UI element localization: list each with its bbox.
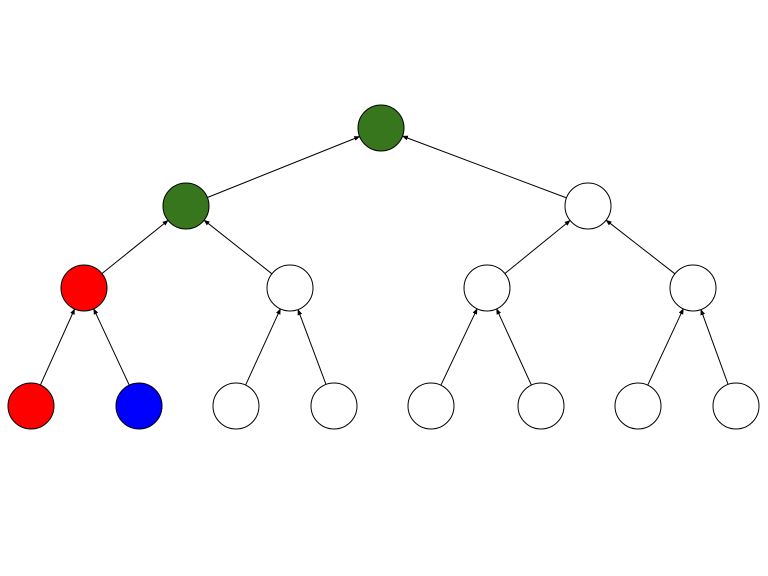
- node-l1-left: [162, 182, 210, 230]
- node-l2-1: [60, 264, 108, 312]
- edge-l2-3-to-l1-right: [504, 220, 571, 274]
- edge-leaf-7-to-l2-4: [647, 308, 684, 386]
- edge-leaf-2-to-l2-1: [93, 308, 130, 386]
- node-leaf-8: [712, 382, 760, 430]
- nodes-layer: [7, 104, 760, 430]
- node-leaf-5: [407, 382, 455, 430]
- edges-layer: [39, 135, 729, 386]
- node-leaf-4: [310, 382, 358, 430]
- node-leaf-1: [7, 382, 55, 430]
- edge-leaf-3-to-l2-2: [245, 308, 281, 386]
- node-l2-4: [669, 264, 717, 312]
- node-leaf-2: [115, 382, 163, 430]
- edge-leaf-4-to-l2-2: [297, 309, 327, 385]
- edge-leaf-1-to-l2-1: [39, 308, 76, 386]
- node-l1-right: [564, 182, 612, 230]
- node-leaf-3: [212, 382, 260, 430]
- node-l2-2: [266, 264, 314, 312]
- edge-leaf-6-to-l2-3: [496, 308, 532, 386]
- node-root: [357, 104, 405, 152]
- node-leaf-7: [614, 382, 662, 430]
- node-l2-3: [463, 264, 511, 312]
- edge-l2-2-to-l1-left: [203, 219, 273, 275]
- edge-leaf-5-to-l2-3: [440, 308, 478, 386]
- edge-l2-4-to-l1-right: [605, 219, 676, 275]
- node-leaf-6: [517, 382, 565, 430]
- edge-leaf-8-to-l2-4: [700, 309, 729, 385]
- edge-l2-1-to-l1-left: [101, 220, 169, 274]
- edge-l1-right-to-root: [401, 135, 567, 199]
- edge-l1-left-to-root: [207, 136, 361, 198]
